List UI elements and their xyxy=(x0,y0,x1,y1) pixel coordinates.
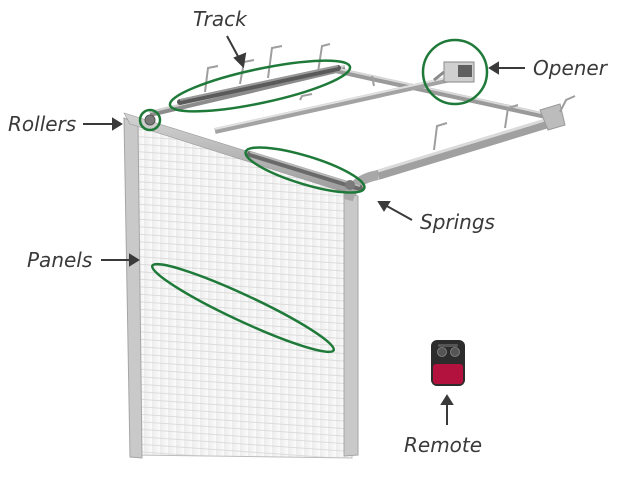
opener-label: Opener xyxy=(533,56,607,80)
track-highlight-ellipse xyxy=(168,59,352,113)
panels-arrow xyxy=(101,253,140,267)
panels-highlight-ellipse xyxy=(150,262,336,354)
torsion-spring xyxy=(247,151,363,191)
opener-highlight-circle xyxy=(421,38,489,106)
springs-label: Springs xyxy=(420,210,495,234)
track-label: Track xyxy=(193,7,247,31)
springs-highlight-ellipse xyxy=(244,146,366,194)
overhead-track-frame xyxy=(149,43,576,180)
remote-label: Remote xyxy=(404,433,483,457)
springs-arrow xyxy=(377,201,413,221)
remote-arrow xyxy=(440,394,454,425)
remote-control xyxy=(431,340,465,386)
opener-motor-unit xyxy=(433,61,475,83)
rollers-label: Rollers xyxy=(8,112,77,136)
panels-label: Panels xyxy=(27,248,93,272)
roller-highlight-circle xyxy=(138,108,162,132)
garage-door-panels xyxy=(123,112,380,459)
track-arrow xyxy=(226,35,247,69)
roller xyxy=(144,114,156,126)
rollers-arrow xyxy=(83,117,123,131)
opener-arrow xyxy=(488,61,525,75)
track-tube xyxy=(177,65,341,105)
